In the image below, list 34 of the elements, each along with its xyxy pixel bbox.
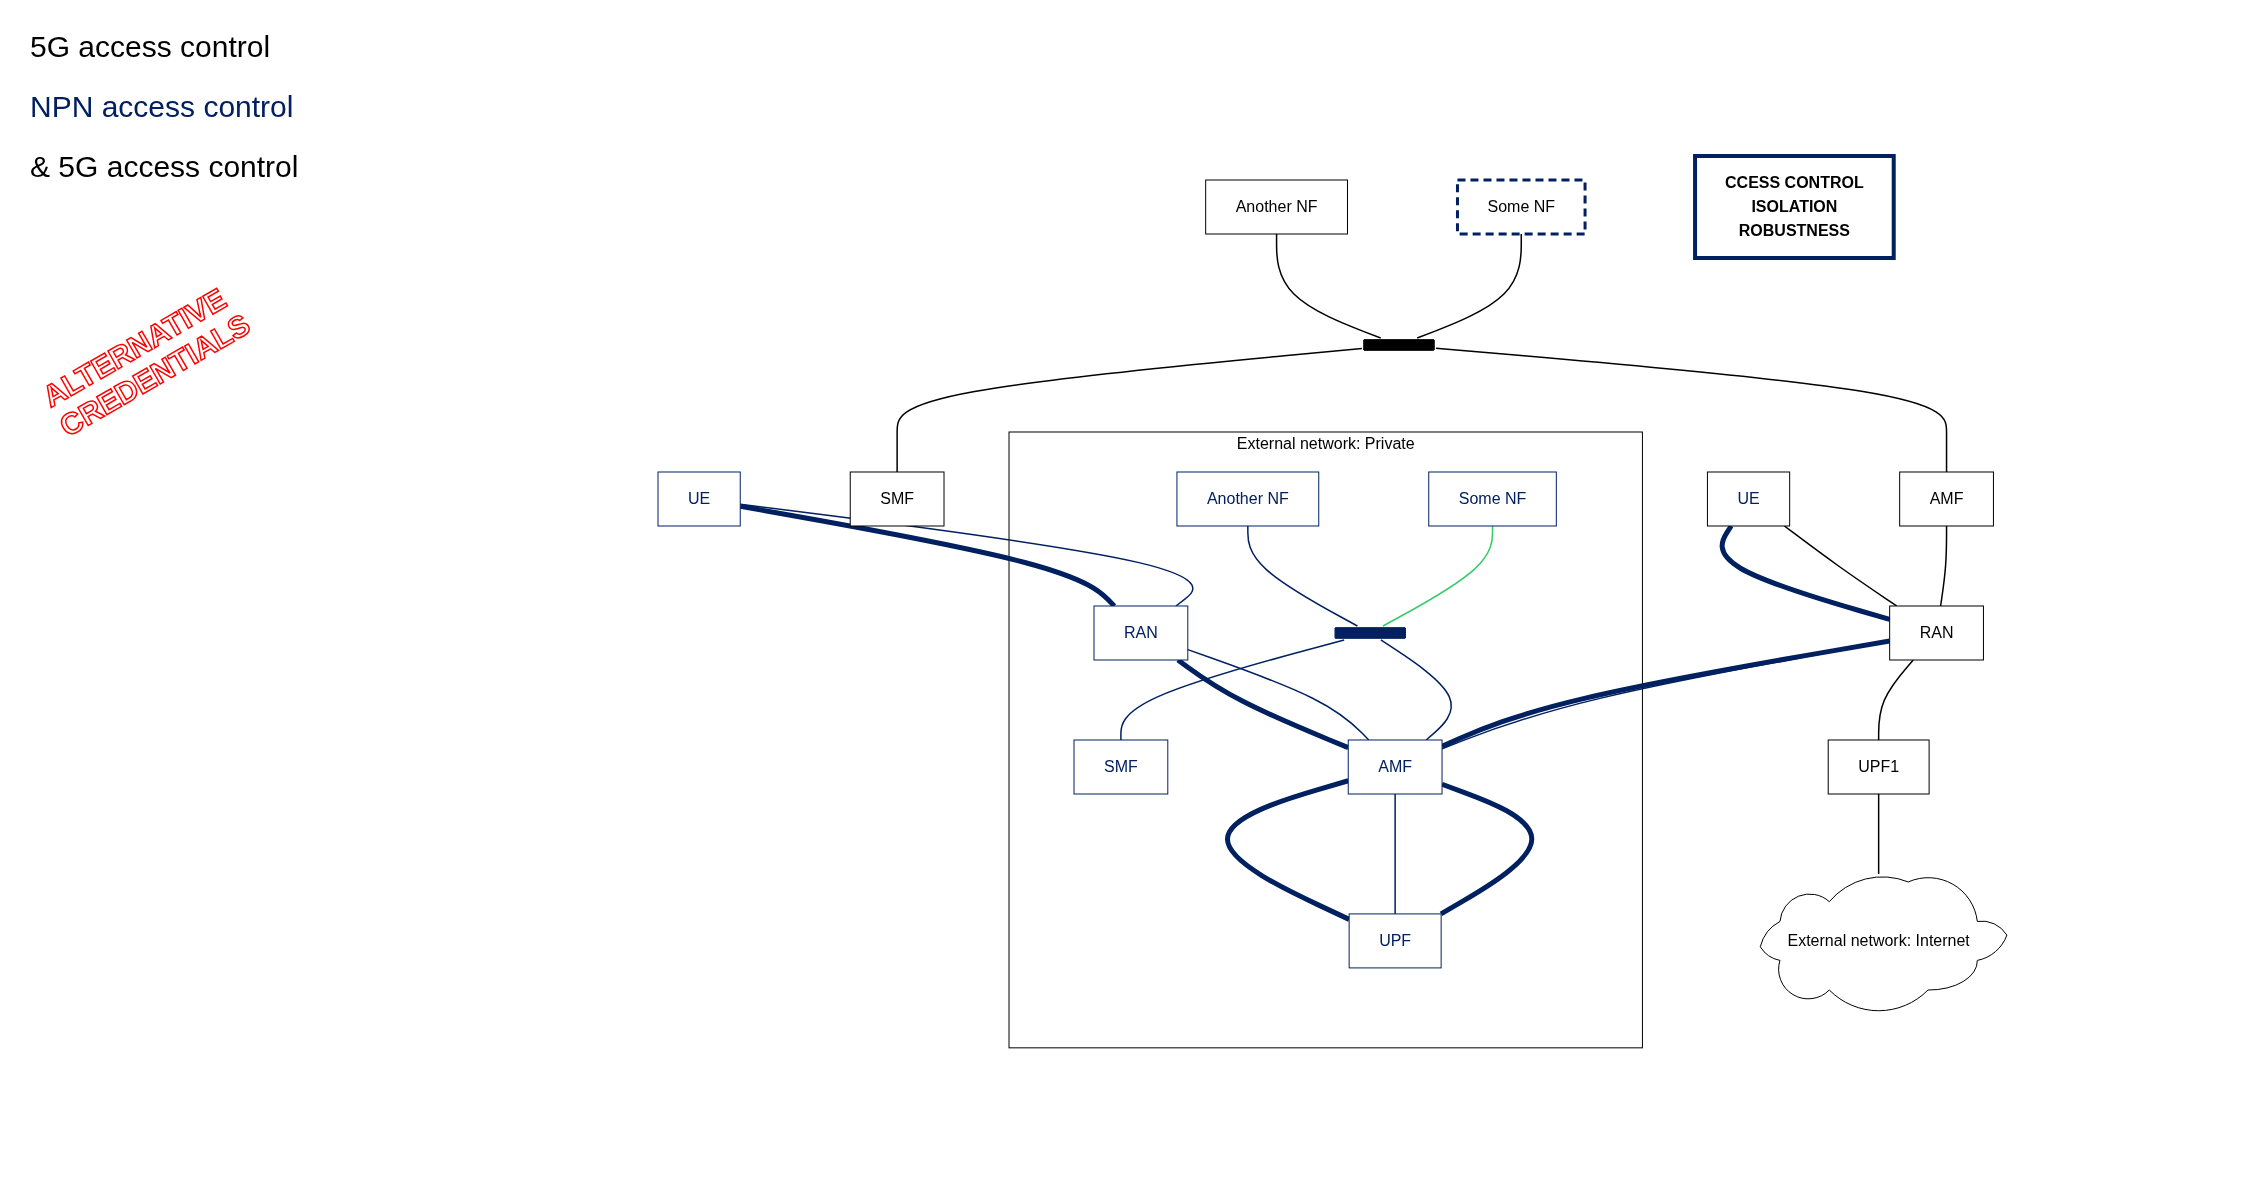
node-box: CCESS CONTROL ISOLATION ROBUSTNESS [1692,153,1896,260]
connector [1381,524,1493,627]
connector [1877,658,1914,741]
connector [1877,792,1879,875]
node-box: Some NF [1455,178,1587,236]
connector [1434,347,1947,473]
connector [1119,638,1345,741]
connector [1939,524,1947,607]
connector [1719,524,1890,622]
annotation-text: & 5G access control [30,150,300,184]
node-box: RAN [1888,605,1984,661]
node-box: UPF1 [1827,739,1930,795]
connector [1439,781,1534,916]
node-box: UE [1706,471,1790,527]
connector [1275,232,1381,339]
node-box: Some NF [1427,471,1557,527]
node-box: AMF [1347,739,1443,795]
node-box: SMF [849,471,945,527]
connector [1224,777,1350,922]
connector [1246,524,1358,627]
node-box: AMF [1898,471,1994,527]
annotation-text: NPN access control [30,90,295,124]
node-box: Another NF [1204,179,1348,235]
node-box: SMF [1073,739,1168,795]
node-box: RAN [1093,605,1188,661]
connector [1393,792,1396,915]
node-box: UPF [1348,913,1442,968]
node-box: Another NF [1176,471,1319,527]
connector [1186,648,1370,741]
node-box: UE [657,471,741,527]
connector [895,347,1363,473]
connector [1783,524,1897,607]
annotation-text: 5G access control [30,30,272,64]
connector [1379,638,1452,741]
